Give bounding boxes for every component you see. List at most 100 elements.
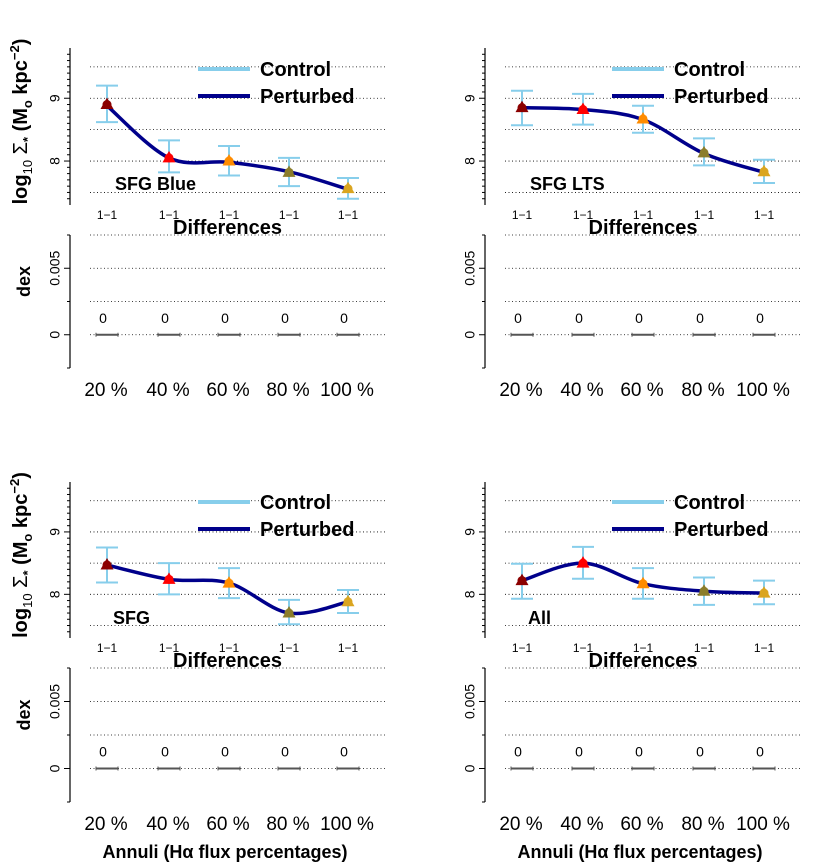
ratio-label: 1−1: [159, 641, 180, 655]
legend-label-control: Control: [260, 492, 331, 514]
x-tick-label: 100 %: [736, 380, 790, 401]
ratio-label: 1−1: [219, 641, 240, 655]
differences-title: Differences: [173, 650, 282, 672]
control-point: [576, 102, 590, 115]
x-tick-label: 60 %: [206, 380, 249, 401]
ratio-label: 1−1: [219, 208, 240, 222]
y-axis-title-bottom: dex: [14, 699, 34, 730]
x-tick-label: 20 %: [84, 380, 127, 401]
diff-y-tick-label: 0: [462, 764, 478, 772]
difference-value-label: 0: [514, 310, 522, 326]
difference-value-label: 0: [281, 310, 289, 326]
y-tick-label: 9: [462, 94, 478, 102]
legend-label-control: Control: [674, 492, 745, 514]
ratio-label: 1−1: [754, 641, 775, 655]
control-point: [282, 165, 296, 177]
ratio-label: 1−1: [97, 208, 118, 222]
difference-value-label: 0: [340, 310, 348, 326]
legend-label-control: Control: [674, 59, 745, 81]
legend-label-perturbed: Perturbed: [674, 519, 768, 541]
difference-value-label: 0: [756, 310, 764, 326]
subset-label: All: [528, 608, 551, 628]
x-tick-label: 20 %: [84, 814, 127, 835]
difference-value-label: 0: [281, 744, 289, 760]
diff-y-tick-label: 0.005: [462, 684, 478, 719]
x-tick-label: 100 %: [736, 814, 790, 835]
x-tick-label: 20 %: [499, 814, 542, 835]
legend-label-perturbed: Perturbed: [260, 86, 354, 108]
y-tick-label: 9: [462, 528, 478, 536]
ratio-label: 1−1: [573, 208, 594, 222]
difference-value-label: 0: [635, 310, 643, 326]
difference-value-label: 0: [635, 744, 643, 760]
y-tick-label: 8: [462, 157, 478, 165]
x-tick-label: 60 %: [206, 814, 249, 835]
x-axis-title: Annuli (Hα flux percentages): [517, 842, 762, 862]
control-point: [222, 154, 236, 166]
x-tick-label: 40 %: [560, 814, 603, 835]
y-tick-label: 8: [462, 590, 478, 598]
control-point: [222, 576, 236, 588]
diff-y-tick-label: 0: [47, 764, 63, 772]
control-point: [100, 97, 114, 110]
x-tick-label: 80 %: [681, 380, 724, 401]
ratio-label: 1−1: [338, 208, 359, 222]
difference-value-label: 0: [696, 744, 704, 760]
control-point: [341, 181, 355, 194]
control-point: [576, 556, 590, 568]
legend-label-perturbed: Perturbed: [674, 86, 768, 108]
subset-label: SFG LTS: [530, 174, 605, 194]
difference-value-label: 0: [340, 744, 348, 760]
control-point: [697, 584, 711, 596]
control-point: [162, 150, 176, 163]
ratio-label: 1−1: [694, 641, 715, 655]
y-tick-label: 9: [47, 528, 63, 536]
y-tick-label: 8: [47, 590, 63, 598]
subset-label: SFG: [113, 608, 150, 628]
y-axis-title-top: log10 Σ* (Mo kpc−2): [7, 472, 35, 638]
difference-value-label: 0: [161, 744, 169, 760]
diff-y-tick-label: 0.005: [47, 684, 63, 719]
difference-value-label: 0: [514, 744, 522, 760]
x-tick-label: 60 %: [620, 380, 663, 401]
ratio-label: 1−1: [97, 641, 118, 655]
difference-value-label: 0: [221, 744, 229, 760]
y-tick-label: 9: [47, 94, 63, 102]
difference-value-label: 0: [161, 310, 169, 326]
ratio-label: 1−1: [694, 208, 715, 222]
control-point: [282, 606, 296, 618]
y-axis-title-bottom: dex: [14, 266, 34, 297]
ratio-label: 1−1: [633, 208, 654, 222]
ratio-label: 1−1: [512, 641, 533, 655]
ratio-label: 1−1: [754, 208, 775, 222]
ratio-label: 1−1: [279, 208, 300, 222]
y-axis-title-top: log10 Σ* (Mo kpc−2): [7, 39, 35, 205]
ratio-label: 1−1: [279, 641, 300, 655]
x-tick-label: 60 %: [620, 814, 663, 835]
ratio-label: 1−1: [338, 641, 359, 655]
y-tick-label: 8: [47, 157, 63, 165]
x-tick-label: 40 %: [146, 380, 189, 401]
control-point: [757, 586, 771, 598]
control-point: [697, 145, 711, 158]
x-tick-label: 40 %: [560, 380, 603, 401]
legend-label-perturbed: Perturbed: [260, 519, 354, 541]
ratio-label: 1−1: [633, 641, 654, 655]
control-point: [515, 100, 529, 113]
difference-value-label: 0: [575, 310, 583, 326]
control-point: [162, 572, 176, 584]
x-tick-label: 80 %: [266, 814, 309, 835]
control-point: [636, 111, 650, 124]
control-point: [515, 573, 529, 586]
difference-value-label: 0: [696, 310, 704, 326]
difference-value-label: 0: [575, 744, 583, 760]
diff-y-tick-label: 0: [462, 331, 478, 339]
diff-y-tick-label: 0.005: [462, 251, 478, 286]
x-tick-label: 40 %: [146, 814, 189, 835]
x-axis-title: Annuli (Hα flux percentages): [102, 842, 347, 862]
